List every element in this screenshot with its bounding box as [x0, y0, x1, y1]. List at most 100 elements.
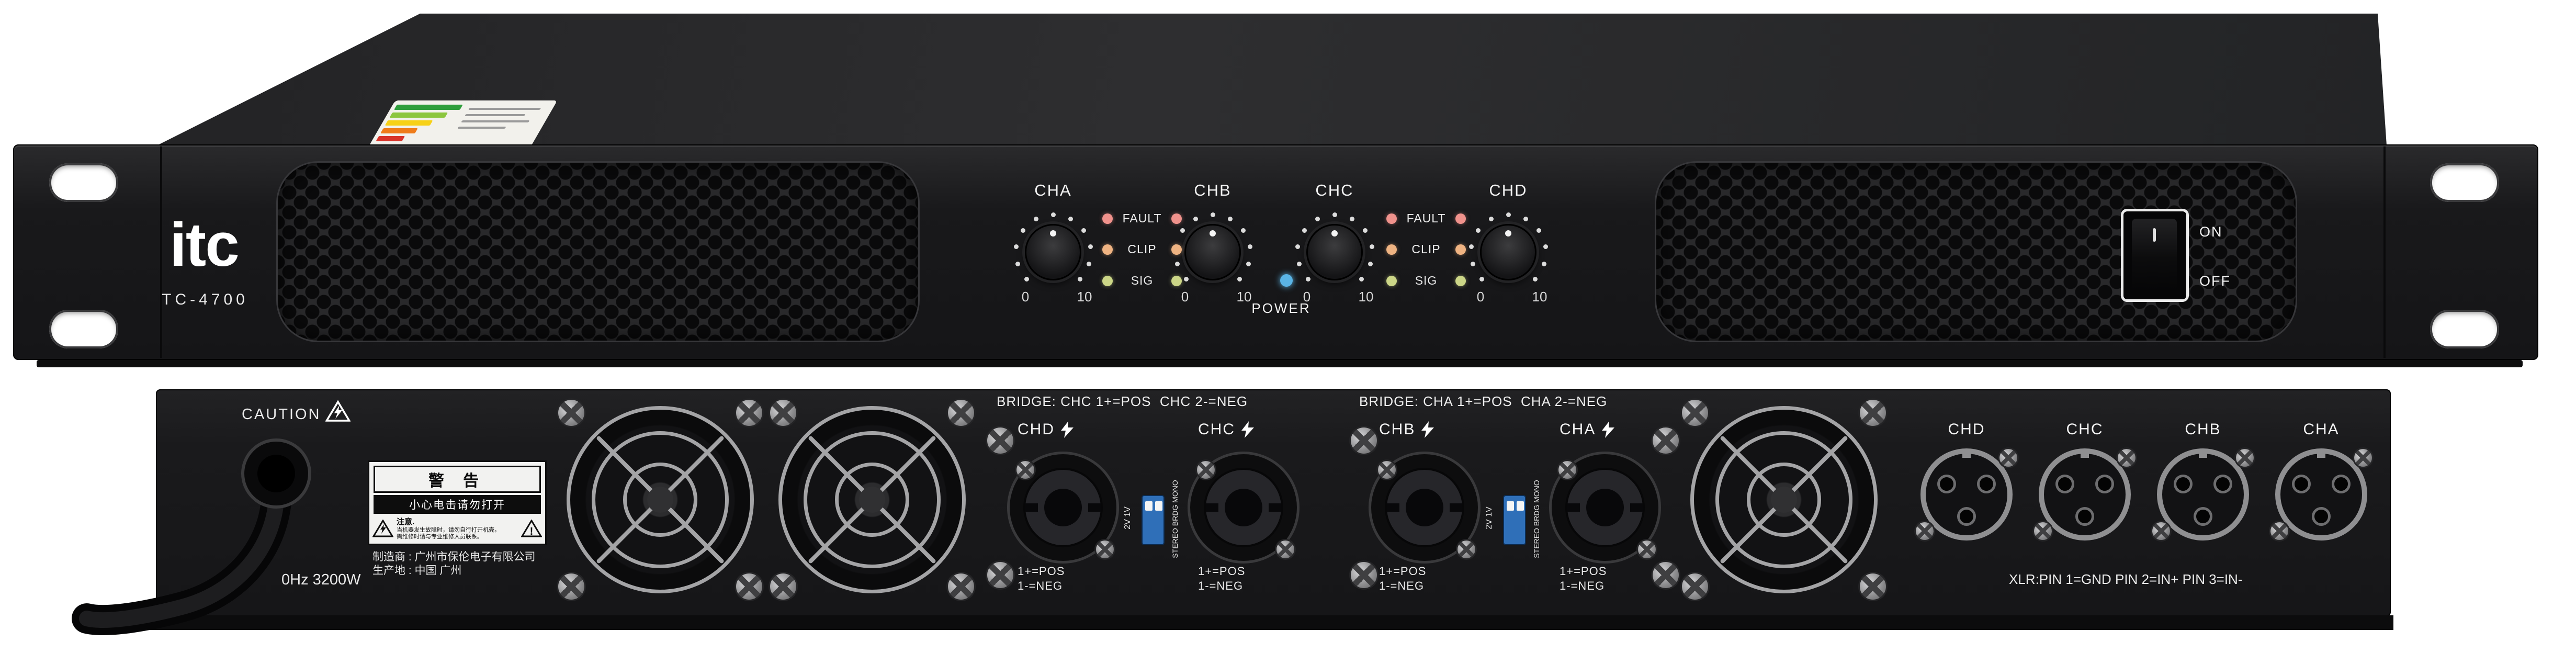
fault-led-label: FAULT	[1406, 211, 1446, 225]
speakon-pin-label: 1+=POS 1-=NEG	[1198, 564, 1245, 593]
screw	[558, 400, 584, 426]
xlr-connector-cha	[2275, 448, 2367, 541]
pin-neg: 1-=NEG	[1379, 579, 1425, 592]
pin-neg: 1-=NEG	[1560, 579, 1605, 592]
xlr-connector-chb	[2157, 448, 2249, 541]
screw	[2236, 449, 2254, 467]
screw	[1378, 461, 1396, 479]
rack-mount-hole	[2430, 310, 2499, 348]
screw	[2354, 449, 2372, 467]
chc-fault-led	[1386, 213, 1397, 224]
switch-rocker	[2132, 219, 2177, 291]
chc-clip-led	[1386, 244, 1397, 255]
screw	[736, 400, 762, 426]
volume-knob-chb	[1184, 212, 1241, 280]
switch-off-label: OFF	[2199, 273, 2231, 289]
warning-note-heading: 注意.	[397, 517, 415, 526]
chb-sig-led	[1171, 276, 1182, 286]
power-cord	[72, 438, 311, 635]
chd-fault-led	[1455, 213, 1466, 224]
pin-neg: 1-=NEG	[1018, 579, 1063, 592]
knob-scale-min: 0	[1181, 289, 1189, 305]
speakon-label-chd: CHD	[1018, 421, 1074, 438]
chd-sig-led	[1455, 276, 1466, 286]
pin-pos: 1+=POS	[1379, 565, 1427, 578]
channel-label-chd: CHD	[1489, 181, 1528, 199]
screw	[1351, 427, 1377, 454]
screw	[1682, 573, 1708, 600]
screw	[1016, 461, 1034, 479]
bridge-label-group1: BRIDGE: CHC 1+=POS CHC 2-=NEG	[997, 393, 1248, 409]
warning-note-line1: 当机器发生故障时，请勿自行打开机壳，	[397, 527, 500, 533]
channel-label-cha: CHA	[1034, 181, 1072, 199]
speakon-label-text: CHA	[1560, 421, 1596, 438]
warning-bolt-icon	[372, 519, 393, 537]
screw	[1653, 427, 1679, 454]
screw	[1558, 461, 1576, 479]
cooling-fan	[778, 406, 966, 593]
screw	[2152, 522, 2170, 540]
warning-note: 注意. 当机器发生故障时，请勿自行打开机壳， 需维修时请与专业维修人员联系。	[397, 516, 518, 541]
xlr-label-chc: CHC	[2066, 421, 2104, 438]
rack-ear-divider-left	[160, 147, 162, 358]
sig-led-label: SIG	[1131, 274, 1154, 287]
ventilation-grille-left	[276, 161, 920, 342]
xlr-label-chb: CHB	[2185, 421, 2221, 438]
svg-text:!: !	[530, 526, 534, 537]
screw	[558, 573, 584, 600]
bolt-icon	[1602, 421, 1615, 438]
pin-pos: 1+=POS	[1198, 565, 1246, 578]
bolt-icon	[1421, 421, 1434, 438]
bolt-icon	[1061, 421, 1074, 438]
screw	[1682, 400, 1708, 426]
xlr-label-cha: CHA	[2303, 421, 2340, 438]
xlr-connector-chc	[2039, 448, 2131, 541]
chassis-top-face	[157, 14, 2387, 145]
knob-scale-max: 10	[1358, 289, 1374, 305]
speakon-label-text: CHC	[1198, 421, 1235, 438]
screw	[1860, 573, 1886, 600]
cooling-fan	[1690, 406, 1878, 593]
ventilation-grille-right	[1655, 161, 2297, 342]
rack-ear-divider-right	[2383, 147, 2386, 358]
knob-scale-max: 10	[1532, 289, 1547, 305]
screw	[2270, 522, 2288, 540]
bolt-icon	[1241, 421, 1254, 438]
volume-knob-chc	[1306, 212, 1363, 280]
knob-tick-marks	[1211, 212, 1215, 217]
speakon-label-text: CHD	[1018, 421, 1055, 438]
screw	[948, 573, 974, 600]
knob-indicator	[1210, 230, 1216, 237]
knob-scale-max: 10	[1077, 289, 1092, 305]
screw	[1999, 449, 2017, 467]
clip-led-label: CLIP	[1127, 242, 1157, 256]
fault-led-label: FAULT	[1122, 211, 1162, 225]
brand-logo: itc	[170, 210, 240, 279]
screw	[1916, 522, 1934, 540]
power-led	[1280, 274, 1293, 287]
switch-on-mark	[2153, 228, 2156, 242]
screw	[1351, 562, 1377, 588]
manufacturer-line1: 制造商 : 广州市保伦电子有限公司	[372, 551, 536, 563]
screw	[2034, 522, 2052, 540]
screw	[987, 562, 1013, 588]
speakon-label-text: CHB	[1379, 421, 1416, 438]
rack-mount-hole	[49, 310, 118, 348]
screw	[1276, 541, 1294, 558]
screw	[2118, 449, 2136, 467]
warning-subtitle: 小心电击请勿打开	[374, 495, 541, 514]
screw	[1458, 541, 1475, 558]
energy-label-sticker	[368, 100, 558, 145]
speakon-label-chb: CHB	[1379, 421, 1434, 438]
speakon-label-cha: CHA	[1560, 421, 1615, 438]
speakon-pin-label: 1+=POS 1-=NEG	[1560, 564, 1607, 593]
rack-mount-hole	[2430, 163, 2499, 202]
front-base-shadow	[37, 360, 2523, 367]
sticker-text-lines	[450, 105, 551, 142]
channel-label-chc: CHC	[1315, 181, 1354, 199]
cooling-fan	[567, 406, 754, 593]
knob-tick-marks	[1051, 212, 1056, 217]
warning-exclamation-icon: !	[521, 519, 542, 537]
chb-fault-led	[1171, 213, 1182, 224]
